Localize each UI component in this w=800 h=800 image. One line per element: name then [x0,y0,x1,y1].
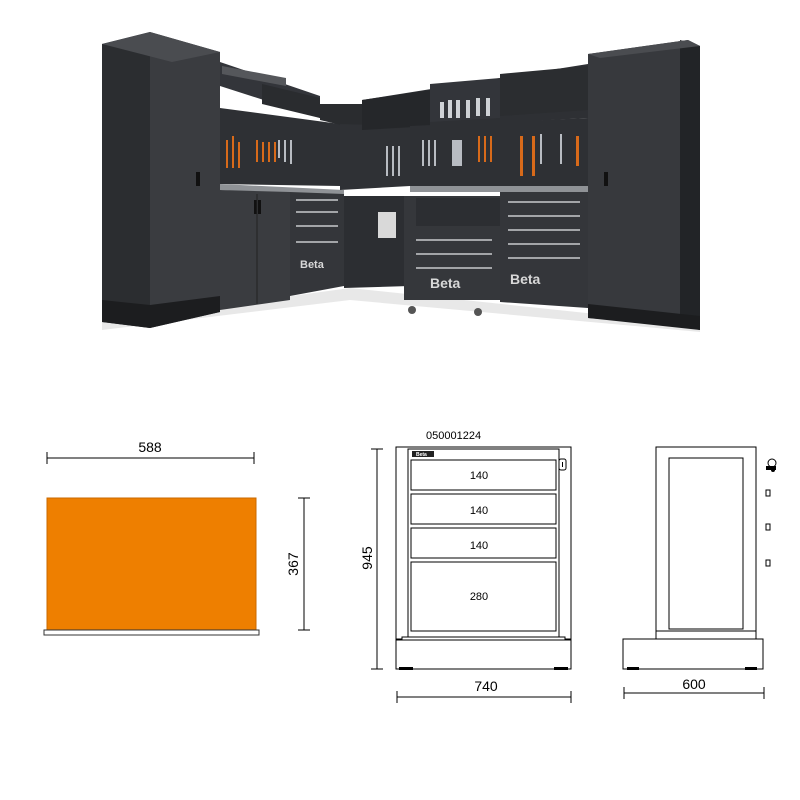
side-width-label: 600 [682,676,706,692]
side-handle-2 [765,523,771,531]
trolley-logo: Beta [430,275,461,291]
side-view-drawing: 600 [622,446,777,699]
drawer-2: 140 [410,493,557,525]
right-base-logo: Beta [510,271,541,287]
front-logo-badge [412,451,434,457]
key-icon [766,458,777,472]
side-plinth [622,638,764,670]
drawer-4: 280 [410,561,557,632]
product-code: 050001224 [426,430,481,442]
drawer-1: 140 [410,459,557,491]
orange-panel [46,497,257,633]
insert-panel-drawing: 588 367 [43,439,310,636]
panel-base-strip [43,629,260,636]
left-tall-cabinet [102,32,220,328]
side-handle-1 [765,489,771,497]
panel-height-label: 367 [285,552,301,576]
left-base-logo: Beta [300,259,325,271]
drawer-3-height-label: 140 [470,540,488,552]
left-wall-units: Beta [220,62,344,310]
right-wall-units: Beta Beta [362,64,588,316]
drawer-4-height-label: 280 [470,591,488,603]
side-handle-3 [765,559,771,567]
front-view-drawing: 050001224 945 Beta 140 140 140 [359,430,572,703]
panel-width-label: 588 [138,439,162,455]
workshop-product-image: Beta [102,32,700,332]
drawer-2-height-label: 140 [470,505,488,517]
right-tall-cabinet [588,40,700,330]
front-width-label: 740 [474,678,498,694]
drawer-1-height-label: 140 [470,470,488,482]
corner-units [320,104,410,288]
drawer-3: 140 [410,527,557,559]
svg-text:Beta: Beta [416,452,427,458]
front-plinth [395,639,572,670]
front-height-label: 945 [359,546,375,570]
